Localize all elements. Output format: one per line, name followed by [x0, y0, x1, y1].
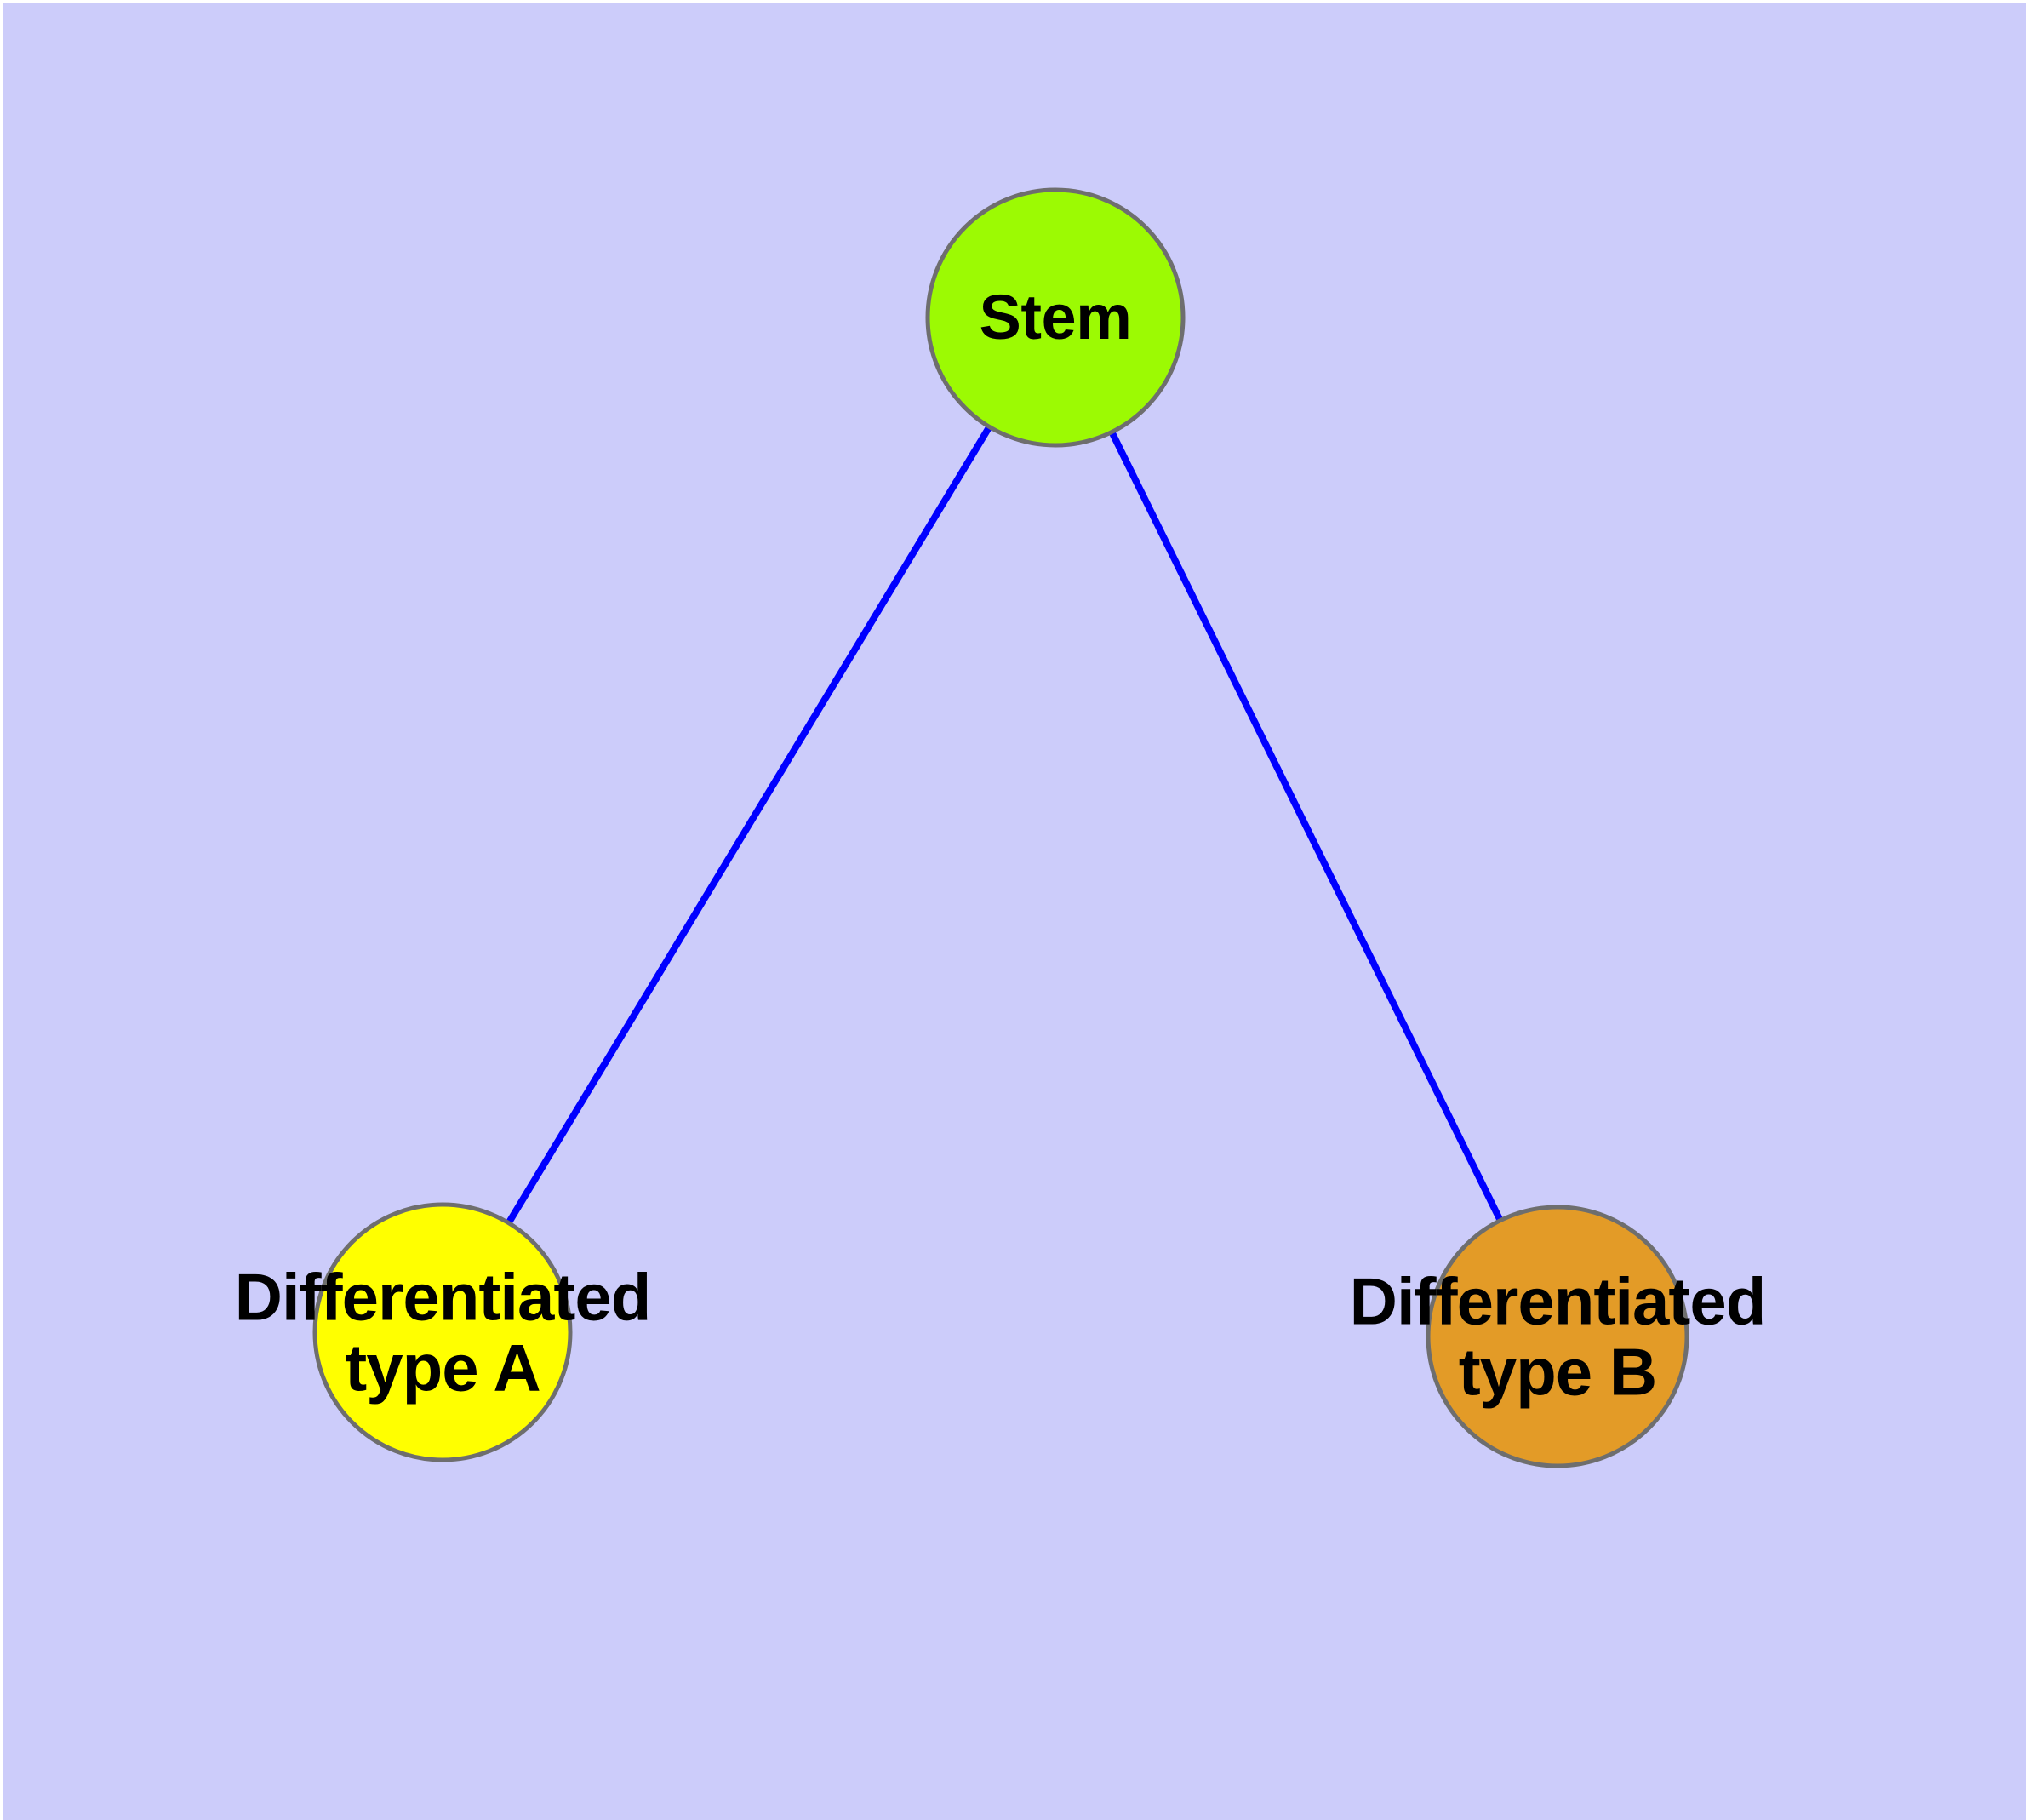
graph-edge-stem-diff_b	[1106, 427, 1506, 1226]
graph-node-diff_a[interactable]	[312, 1202, 573, 1462]
graph-node-diff_b[interactable]	[1426, 1205, 1689, 1468]
node-layer	[312, 187, 1689, 1468]
edge-layer	[504, 421, 1506, 1228]
graph-node-stem[interactable]	[925, 187, 1186, 448]
graph-edge-stem-diff_a	[504, 421, 994, 1228]
